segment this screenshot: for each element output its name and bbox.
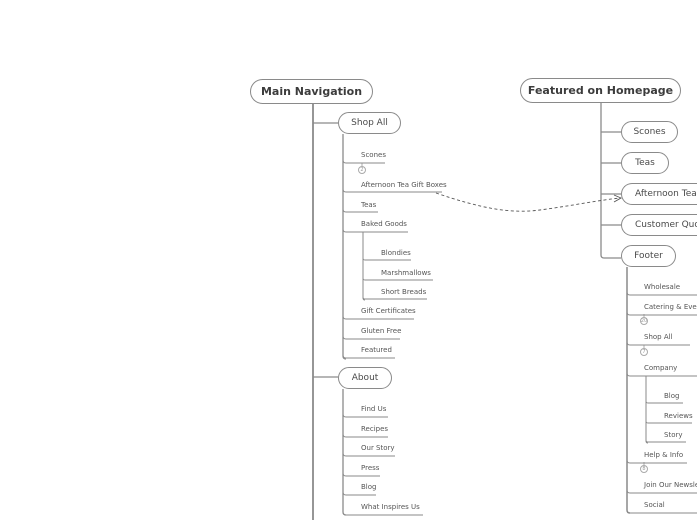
leaf-underline (626, 291, 697, 296)
leaf-reviews[interactable]: Reviews (664, 412, 693, 420)
leaf-underline (342, 335, 400, 340)
leaf-catering-events[interactable]: Catering & Events (644, 303, 697, 311)
leaf-underline (645, 420, 692, 424)
leaf-underline (342, 188, 442, 193)
leaf-featured[interactable]: Featured (361, 346, 392, 354)
leaf-underline (342, 511, 423, 516)
leaf-underline (342, 433, 388, 438)
leaf-underline (626, 341, 690, 346)
leaf-underline (362, 257, 411, 261)
note-count-badge[interactable]: 8 (640, 465, 648, 473)
branch-node-footer[interactable]: Footer (621, 245, 676, 267)
leaf-join-our-newsletter[interactable]: Join Our Newsletter (644, 481, 697, 489)
branch-node-teas[interactable]: Teas (621, 152, 669, 174)
leaf-gluten-free[interactable]: Gluten Free (361, 327, 402, 335)
branch-node-shop-all[interactable]: Shop All (338, 112, 401, 134)
leaf-short-breads[interactable]: Short Breads (381, 288, 427, 296)
leaf-underline (342, 491, 376, 496)
note-count-badge[interactable]: 7 (640, 348, 648, 356)
note-count-badge[interactable]: 20 (640, 317, 648, 325)
branch-node-scones[interactable]: Scones (621, 121, 678, 143)
leaf-company[interactable]: Company (644, 364, 678, 372)
branch-node-about[interactable]: About (338, 367, 392, 389)
leaf-social[interactable]: Social (644, 501, 665, 509)
leaf-underline (342, 315, 414, 320)
root-node-featured-on-homepage[interactable]: Featured on Homepage (520, 78, 681, 103)
root-node-main-navigation[interactable]: Main Navigation (250, 79, 373, 104)
leaf-underline (362, 296, 427, 300)
leaf-company-blog[interactable]: Blog (664, 392, 680, 400)
leaf-blog[interactable]: Blog (361, 483, 377, 491)
spine-line (342, 389, 347, 516)
leaf-underline (342, 413, 388, 418)
leaf-press[interactable]: Press (361, 464, 380, 472)
sub-spine-line (645, 376, 649, 444)
leaf-underline (626, 372, 697, 377)
leaf-find-us[interactable]: Find Us (361, 405, 387, 413)
leaf-underline (645, 400, 683, 404)
leaf-underline (626, 489, 697, 494)
leaf-underline (645, 439, 686, 443)
leaf-underline (626, 459, 687, 464)
note-count-badge[interactable]: 2 (358, 166, 366, 174)
leaf-teas[interactable]: Teas (361, 201, 377, 209)
spine-line (626, 267, 631, 514)
branch-node-customer-quotes[interactable]: Customer Quotes (621, 214, 697, 236)
leaf-underline (342, 452, 395, 457)
leaf-our-story[interactable]: Our Story (361, 444, 395, 452)
leaf-gift-certificates[interactable]: Gift Certificates (361, 307, 416, 315)
leaf-story[interactable]: Story (664, 431, 683, 439)
leaf-marshmallows[interactable]: Marshmallows (381, 269, 431, 277)
leaf-underline (342, 159, 385, 164)
leaf-wholesale[interactable]: Wholesale (644, 283, 681, 291)
leaf-underline (626, 311, 697, 316)
leaf-shop-all[interactable]: Shop All (644, 333, 673, 341)
leaf-blondies[interactable]: Blondies (381, 249, 411, 257)
leaf-help-info[interactable]: Help & Info (644, 451, 684, 459)
leaf-underline (342, 208, 378, 213)
leaf-underline (342, 228, 408, 233)
spine-line (342, 134, 347, 360)
sub-spine-line (362, 232, 366, 301)
leaf-underline (626, 509, 697, 514)
leaf-afternoon-tea-gift-boxes[interactable]: Afternoon Tea Gift Boxes (361, 181, 447, 189)
leaf-underline (342, 472, 380, 477)
leaf-underline (362, 277, 433, 281)
branch-node-afternoon-teas[interactable]: Afternoon Teas (621, 183, 697, 205)
leaf-recipes[interactable]: Recipes (361, 425, 389, 433)
leaf-scones[interactable]: Scones (361, 151, 386, 159)
leaf-baked-goods[interactable]: Baked Goods (361, 220, 407, 228)
leaf-underline (342, 354, 395, 359)
trunk-line (600, 103, 621, 259)
leaf-what-inspires-us[interactable]: What Inspires Us (361, 503, 420, 511)
relationship-line (435, 192, 621, 212)
